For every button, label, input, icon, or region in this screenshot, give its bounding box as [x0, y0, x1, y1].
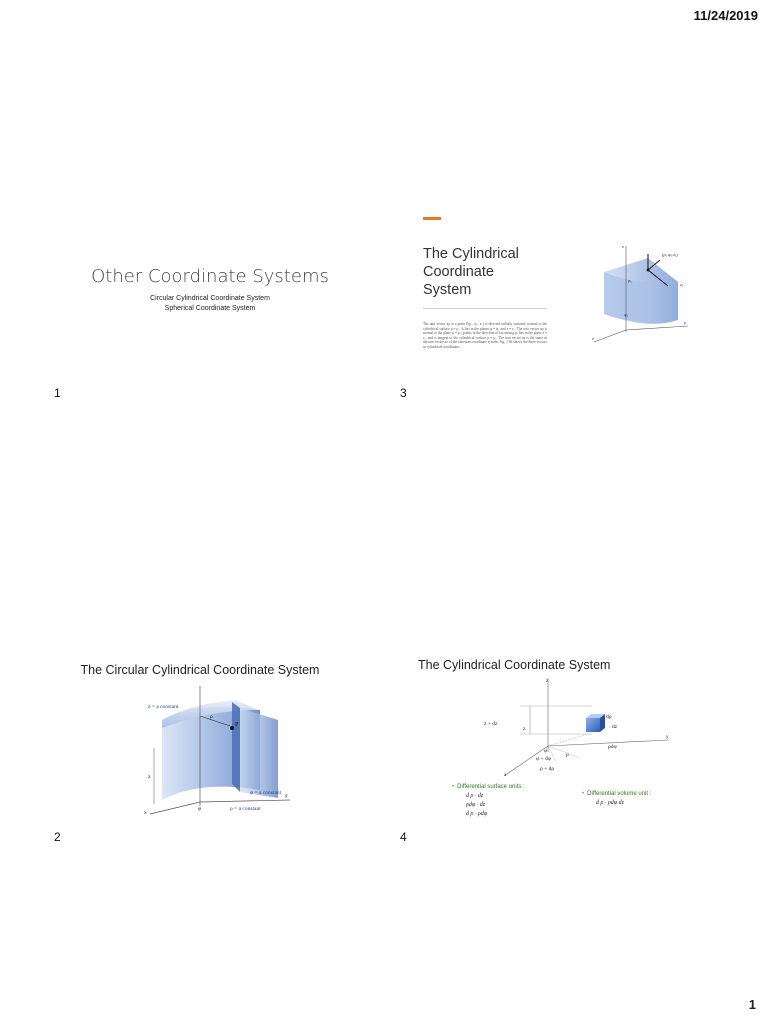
svg-text:ρ + dρ: ρ + dρ: [540, 766, 554, 772]
svg-text:φ₁: φ₁: [624, 312, 629, 317]
svg-text:y: y: [684, 320, 686, 325]
svg-text:ρ: ρ: [210, 714, 213, 720]
svg-text:z: z: [622, 244, 624, 249]
svg-text:ρ = a constant: ρ = a constant: [230, 806, 261, 812]
surface-unit: d ρ · ρdφ: [466, 811, 488, 817]
slide-3-paragraph: The unit vector aρ at a point P(ρ₁, φ₁, …: [423, 322, 547, 349]
svg-text:dz: dz: [612, 724, 618, 730]
svg-text:z: z: [523, 726, 526, 732]
svg-text:x: x: [592, 336, 594, 341]
svg-text:φ + dφ: φ + dφ: [536, 756, 551, 762]
svg-text:ρ: ρ: [566, 752, 569, 758]
svg-text:ρ₁: ρ₁: [628, 278, 632, 283]
svg-text:y: y: [666, 735, 669, 740]
svg-text:φ = a constant: φ = a constant: [250, 790, 282, 796]
circular-cylinder-surfaces-figure: z = a constant φ = a constant ρ = a cons…: [144, 686, 291, 816]
slide-number: 1: [54, 386, 61, 400]
svg-text:z: z: [148, 774, 151, 780]
svg-text:z = a constant: z = a constant: [148, 704, 179, 710]
slide-2-title: The Circular Cylindrical Coordinate Syst…: [80, 663, 320, 677]
surface-units-heading: •Differential surface units :: [452, 784, 525, 790]
svg-text:z + dz: z + dz: [484, 721, 498, 727]
cylindrical-unit-vectors-figure: z x y (ρ₁,φ₁,z₁) ρ₁ φ₁ z₁: [592, 244, 689, 343]
slide-3-title: The Cylindrical Coordinate System: [423, 246, 519, 298]
page-number: 1: [748, 997, 756, 1012]
svg-text:y: y: [285, 793, 288, 799]
slide-4-title: The Cylindrical Coordinate System: [418, 658, 611, 672]
slide-1-subtitle: Spherical Coordinate System: [164, 305, 256, 312]
accent-bar: [423, 217, 441, 220]
svg-text:ρdφ: ρdφ: [608, 744, 617, 750]
svg-text:(ρ₁,φ₁,z₁): (ρ₁,φ₁,z₁): [662, 252, 678, 257]
differential-volume-figure: z + dz z dρ dz ρdφ φ φ + dφ ρ ρ + dρ x y…: [484, 678, 669, 778]
slide-number: 4: [400, 830, 407, 844]
svg-text:φ: φ: [544, 748, 547, 754]
svg-text:φ: φ: [198, 806, 201, 812]
slide-1-subtitle: Circular Cylindrical Coordinate System: [150, 295, 270, 302]
svg-text:z₁: z₁: [680, 282, 684, 287]
svg-text:z: z: [546, 679, 549, 684]
surface-unit: ρdφ · dz: [466, 802, 486, 808]
volume-unit: d ρ · ρdφ dz: [596, 800, 624, 806]
svg-text:P: P: [235, 722, 239, 728]
print-date: 11/24/2019: [693, 8, 758, 23]
title-divider: [423, 308, 547, 309]
svg-text:dρ: dρ: [606, 714, 612, 720]
slide-number: 3: [400, 386, 407, 400]
slide-1-title: Other Coordinate Systems: [91, 266, 329, 287]
svg-text:x: x: [504, 773, 507, 778]
surface-unit: d ρ · dz: [466, 793, 484, 799]
volume-unit-heading: •Differential volume unit :: [582, 791, 652, 797]
svg-text:x: x: [144, 810, 147, 816]
slide-number: 2: [54, 830, 61, 844]
